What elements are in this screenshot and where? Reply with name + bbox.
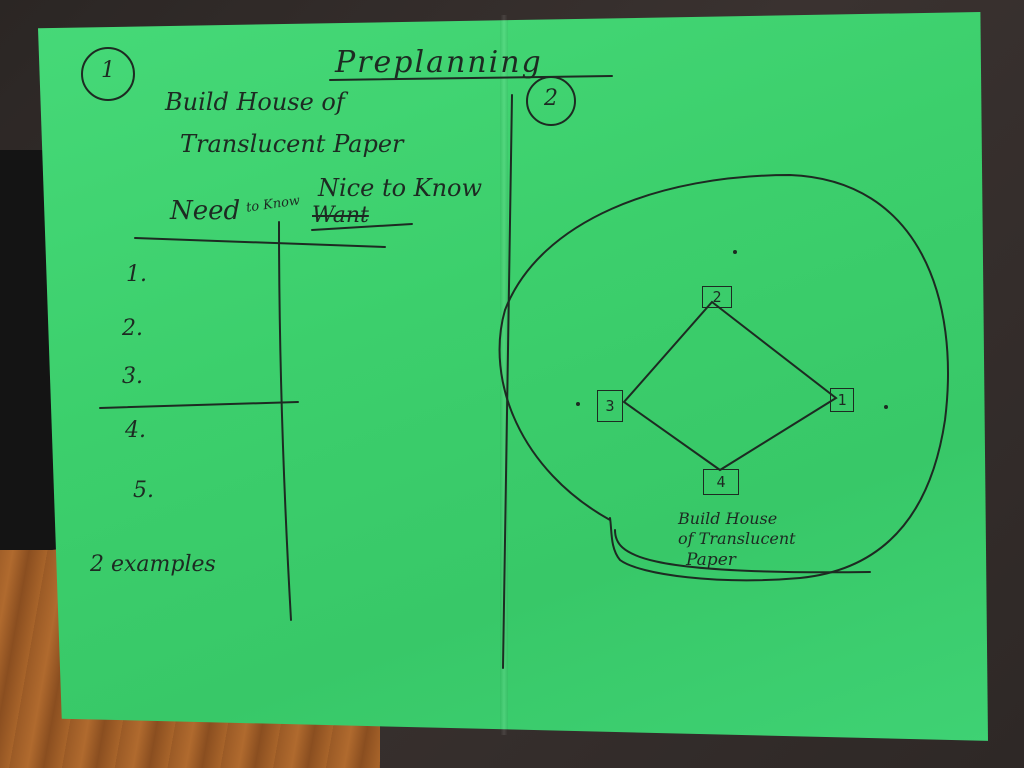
green-paper-sheet <box>38 12 988 741</box>
list-item-5: 5. <box>133 478 154 503</box>
list-item-3: 3. <box>122 364 143 389</box>
center-divider-line <box>502 94 513 669</box>
examples-note: 2 examples <box>90 552 216 577</box>
paper-fold <box>500 15 508 735</box>
center-label-line-3: Paper <box>686 550 736 570</box>
dot-right <box>884 405 888 409</box>
loop-tail <box>614 529 871 574</box>
table-vertical-line <box>278 221 292 621</box>
page-one-number: 1 <box>101 58 115 83</box>
node-4-box: 4 <box>703 469 739 495</box>
diamond-path <box>622 300 838 472</box>
page-one-circle <box>81 47 135 101</box>
title-underline <box>329 75 613 81</box>
table-split-line <box>99 401 299 409</box>
node-3-box: 3 <box>597 390 623 422</box>
heading-line-1: Build House of <box>165 88 345 116</box>
nice-underline <box>311 223 413 231</box>
want-struck-label: Want <box>312 203 369 228</box>
preplanning-title: Preplanning <box>335 45 543 80</box>
dot-top <box>733 250 737 254</box>
heading-line-2: Translucent Paper <box>180 130 404 158</box>
center-label-line-2: of Translucent <box>678 529 796 548</box>
overview-loop <box>498 173 949 582</box>
list-item-1: 1. <box>126 262 147 287</box>
table-header-line <box>134 237 386 248</box>
center-label-line-1: Build House <box>678 509 778 528</box>
page-two-number: 2 <box>544 86 558 111</box>
dot-left <box>576 402 580 406</box>
list-item-2: 2. <box>122 316 143 341</box>
nice-column-label: Nice to Know <box>318 174 483 202</box>
node-1-box: 1 <box>830 388 854 412</box>
node-2-box: 2 <box>702 286 732 308</box>
list-item-4: 4. <box>125 418 146 443</box>
need-column-label: Need <box>170 196 241 226</box>
